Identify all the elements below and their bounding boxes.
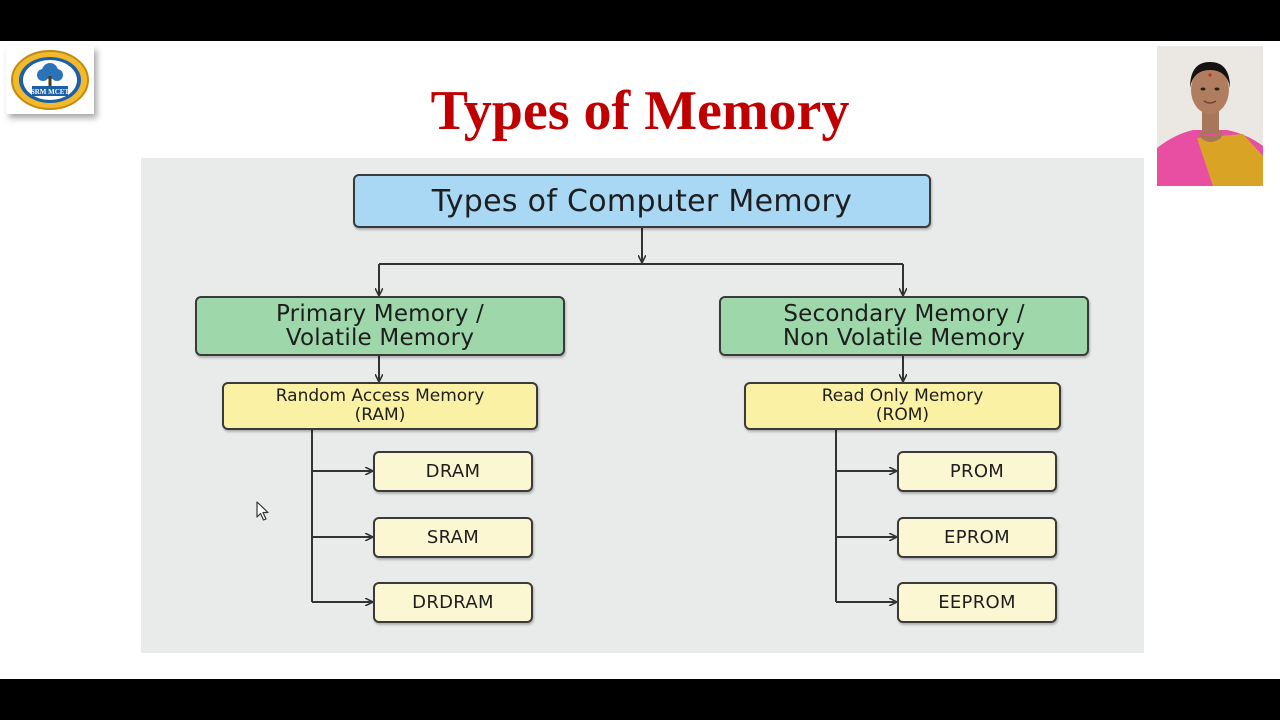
rom-label-line2: (ROM) <box>875 405 930 425</box>
primary-memory-label-line2: Volatile Memory <box>285 325 475 351</box>
eprom-label: EPROM <box>944 527 1010 548</box>
secondary-memory-label-line2: Non Volatile Memory <box>782 325 1026 351</box>
mouse-cursor-icon <box>256 501 270 525</box>
slide-title: Types of Memory <box>430 80 850 142</box>
primary-memory-label-line1: Primary Memory / <box>276 301 484 327</box>
eeprom-node: EEPROM <box>897 582 1057 623</box>
presenter-webcam <box>1157 46 1263 186</box>
memory-hierarchy-diagram: Types of Computer Memory Primary Memory … <box>141 158 1144 653</box>
logo-text: SRM MCET <box>31 88 70 96</box>
secondary-memory-node: Secondary Memory / Non Volatile Memory <box>719 296 1089 356</box>
prom-label: PROM <box>949 461 1005 482</box>
drdram-node: DRDRAM <box>373 582 533 623</box>
ram-node: Random Access Memory (RAM) <box>222 382 538 430</box>
eprom-node: EPROM <box>897 517 1057 558</box>
root-node: Types of Computer Memory <box>353 174 931 228</box>
drdram-label: DRDRAM <box>412 592 494 613</box>
rom-node: Read Only Memory (ROM) <box>744 382 1061 430</box>
dram-node: DRAM <box>373 451 533 492</box>
prom-node: PROM <box>897 451 1057 492</box>
sram-label: SRAM <box>426 527 480 548</box>
eeprom-label: EEPROM <box>938 592 1016 613</box>
slide: SRM MCET Types of Memory <box>0 41 1280 679</box>
secondary-memory-label-line1: Secondary Memory / <box>783 301 1025 327</box>
ram-label-line2: (RAM) <box>354 405 406 425</box>
sram-node: SRAM <box>373 517 533 558</box>
college-logo-icon: SRM MCET <box>6 46 94 114</box>
connector-lines <box>311 228 1144 653</box>
ram-label-line1: Random Access Memory <box>275 386 485 406</box>
primary-memory-node: Primary Memory / Volatile Memory <box>195 296 565 356</box>
dram-label: DRAM <box>425 461 481 482</box>
rom-label-line1: Read Only Memory <box>821 386 984 406</box>
root-node-label: Types of Computer Memory <box>431 183 853 219</box>
